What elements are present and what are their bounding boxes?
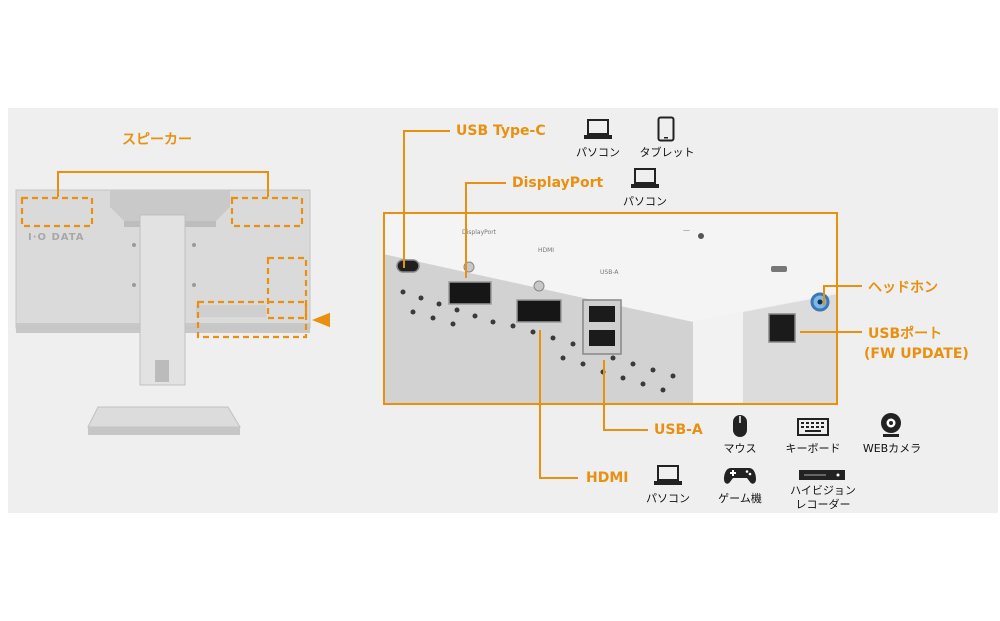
port-silkscreen-usba: USB-A: [600, 269, 619, 276]
device-label-recorder-line1: ハイビジョン: [790, 484, 856, 497]
gamepad-icon: [724, 468, 756, 484]
closeup-frame: [383, 212, 838, 405]
brand-logo: I·O DATA: [28, 232, 85, 243]
webcam-icon: [881, 413, 901, 437]
port-silkscreen-dp: DisplayPort: [462, 229, 497, 236]
laptop-icon: [654, 465, 682, 485]
label-usb-port: USBポート: [868, 326, 943, 342]
device-label-pc-typec: パソコン: [576, 146, 620, 159]
port-closeup: —: [383, 212, 838, 405]
device-label-pc-dp: パソコン: [623, 195, 667, 208]
mouse-icon: [733, 415, 747, 437]
label-headphone: ヘッドホン: [868, 280, 938, 296]
device-label-webcam: WEBカメラ: [862, 442, 922, 455]
device-label-tablet: タブレット: [639, 146, 695, 159]
laptop-icon: [631, 168, 659, 188]
label-speaker: スピーカー: [122, 132, 192, 148]
label-usb-type-c: USB Type-C: [456, 123, 546, 139]
recorder-icon: [799, 470, 845, 480]
device-label-recorder: ハイビジョン レコーダー: [780, 484, 866, 512]
laptop-icon: [584, 119, 612, 139]
port-silkscreen-hdmi: HDMI: [538, 247, 555, 254]
device-label-keyboard: キーボード: [785, 442, 841, 455]
device-label-recorder-line2: レコーダー: [795, 498, 851, 511]
tablet-icon: [657, 116, 675, 142]
speaker-callout-lines: [20, 171, 330, 339]
label-hdmi: HDMI: [586, 470, 629, 486]
label-usb-a: USB-A: [654, 422, 703, 438]
monitor-back-illustration: [15, 189, 311, 435]
keyboard-icon: [797, 418, 829, 436]
label-displayport: DisplayPort: [512, 175, 604, 191]
svg-text:—: —: [683, 226, 690, 234]
label-fw-update: (FW UPDATE): [864, 346, 969, 362]
device-label-pc-hdmi: パソコン: [646, 492, 690, 505]
device-label-mouse: マウス: [723, 442, 757, 455]
device-label-game: ゲーム機: [718, 492, 762, 505]
